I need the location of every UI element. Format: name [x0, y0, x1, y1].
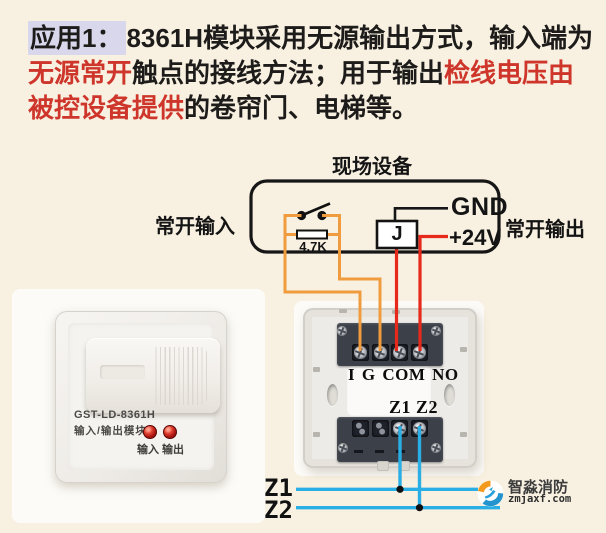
- case-tab: [399, 461, 410, 471]
- terminal-screw-icon: [393, 346, 406, 359]
- case-tab: [377, 461, 389, 471]
- module-face: [68, 323, 220, 470]
- strip-screw-icon: [431, 443, 441, 453]
- intro-line-3: 被控设备提供的卷帘门、电梯等。: [28, 91, 593, 126]
- module-model-text: GST-LD-8361H: [74, 409, 156, 421]
- terminal-i: [351, 344, 369, 361]
- normally-open-output-label: 常开输出: [505, 219, 585, 241]
- strip-screw-icon: [338, 443, 348, 453]
- normally-open-input-label: 常开输入: [155, 216, 235, 238]
- vent-slot: [354, 450, 363, 453]
- z1-bus-label: Z1: [264, 474, 293, 502]
- module-type-text: 输入/输出模块: [74, 425, 147, 437]
- brand-name: 智淼消防: [508, 479, 569, 496]
- strip-screw-icon: [337, 326, 347, 336]
- terminal-screw-icon: [412, 346, 426, 359]
- edge-mark: [460, 432, 467, 437]
- intro-red-text-2: 检线电压由: [444, 58, 575, 88]
- intro-line-1: 应用1：8361H模块采用无源输出方式，输入端为: [28, 21, 593, 56]
- terminal-label-panel: [347, 366, 431, 416]
- terminal-row-label: I G COM NO: [348, 365, 459, 384]
- input-led: [143, 425, 157, 439]
- output-led: [163, 425, 177, 439]
- slot-cutout: [355, 422, 365, 435]
- top-terminal-strip: [337, 323, 443, 366]
- module-cover: [86, 338, 220, 413]
- mounting-hole: [327, 384, 338, 406]
- terminal-com: [391, 344, 408, 361]
- strip-screw-icon: [431, 326, 441, 336]
- mounting-hole: [444, 384, 455, 406]
- edge-mark: [392, 310, 400, 314]
- edge-mark: [460, 347, 467, 352]
- intro-line2-text: 触点的接线方法；用于输出: [132, 58, 445, 88]
- normally-open-switch-icon: [296, 202, 331, 221]
- intro-red-text-1: 无源常开: [28, 58, 133, 88]
- terminal-z2: [410, 420, 428, 437]
- terminal-screw-icon: [393, 422, 406, 435]
- terminal-screw-icon: [353, 346, 367, 359]
- bottom-terminal-strip: [337, 417, 443, 462]
- module-front-photo: GST-LD-8361H 输入/输出模块 输入 输出: [55, 311, 227, 483]
- z2-bus-label: Z2: [264, 496, 293, 524]
- cover-indent: [100, 365, 145, 379]
- terminal-screw-icon: [412, 422, 426, 435]
- relay-label: J: [391, 223, 403, 245]
- intro-line1-text: 8361H模块采用无源输出方式，输入端为: [126, 23, 594, 53]
- intro-red-text-3: 被控设备提供: [28, 93, 185, 123]
- terminal-z1: [391, 420, 408, 437]
- edge-mark: [313, 367, 320, 372]
- field-device-label: 现场设备: [332, 156, 412, 178]
- gnd-wire: [393, 207, 448, 222]
- vent-slot: [375, 450, 384, 453]
- vent-slot: [396, 450, 405, 453]
- brand-site: zmjaxf.com: [508, 493, 572, 505]
- input-led-label: 输入: [137, 444, 159, 456]
- intro-text: 应用1：8361H模块采用无源输出方式，输入端为 无源常开触点的接线方法；用于输…: [28, 21, 593, 126]
- terminal-g: [371, 344, 389, 361]
- application-tag: 应用1：: [28, 21, 127, 55]
- output-led-label: 输出: [162, 444, 184, 456]
- terminal-screw-icon: [373, 346, 387, 359]
- spare-terminal: [351, 420, 369, 437]
- plus24v-label: +24V: [449, 225, 501, 250]
- junction-dots: [396, 485, 424, 512]
- edge-mark: [313, 432, 320, 437]
- intro-line3-text: 的卷帘门、电梯等。: [184, 93, 419, 123]
- intro-line-2: 无源常开触点的接线方法；用于输出检线电压由: [28, 56, 593, 91]
- spare-terminal: [371, 420, 389, 437]
- z-terminals-label: Z1 Z2: [389, 397, 439, 417]
- slot-cutout: [375, 422, 385, 435]
- resistor-value-label: 4.7K: [299, 239, 327, 254]
- edge-mark: [339, 309, 347, 313]
- terminal-no: [410, 344, 428, 361]
- gnd-label: GND: [451, 193, 509, 221]
- module-terminal-photo: I G COM NO Z1 Z2: [303, 308, 477, 471]
- brand-logo-icon: [477, 480, 504, 507]
- cover-ribs: [152, 347, 208, 405]
- resistor-icon: [296, 229, 328, 240]
